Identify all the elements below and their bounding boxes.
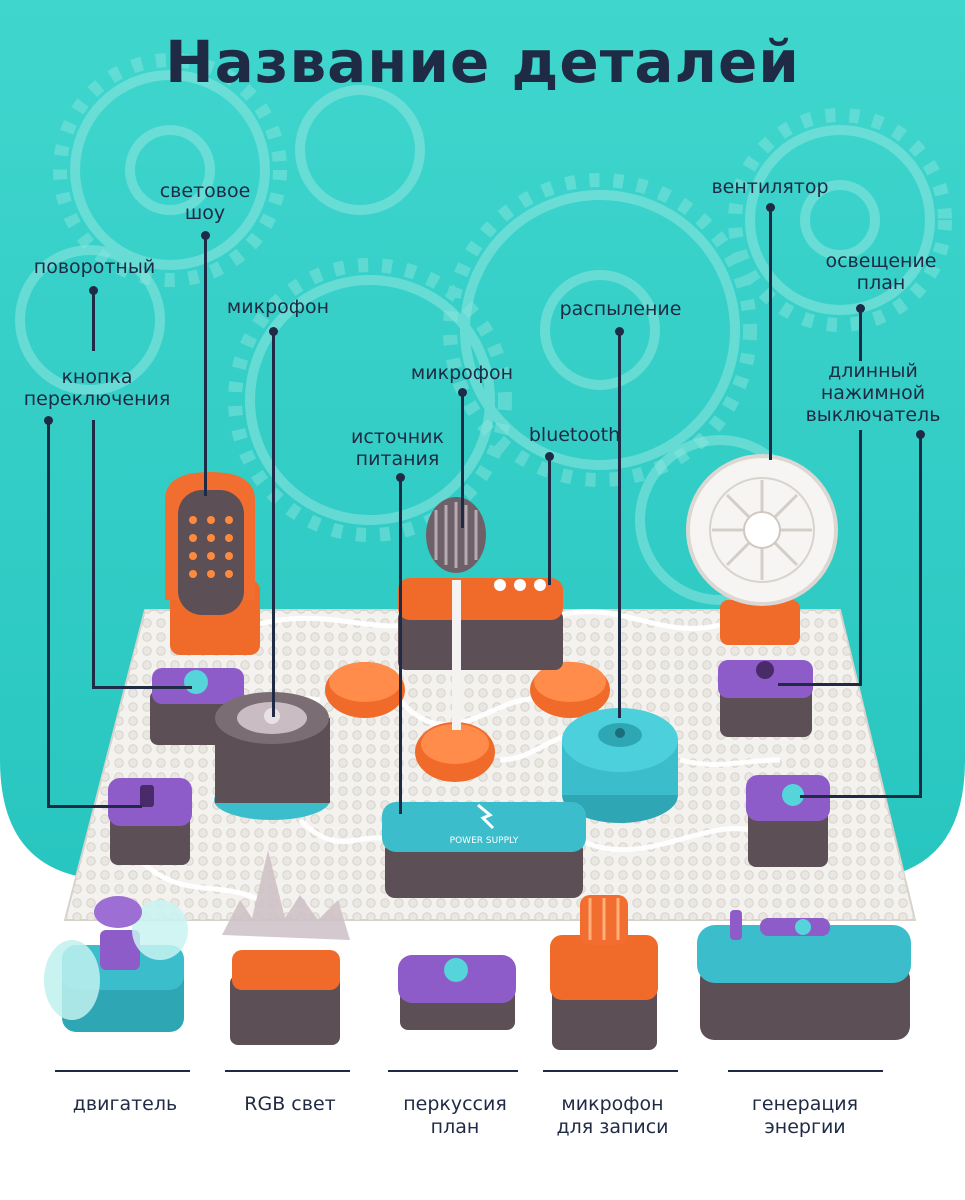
percussion-part — [398, 955, 516, 1030]
wires — [138, 609, 781, 903]
label-energy-generation: генерация энергии — [751, 1093, 859, 1138]
label-power-source: источник питания — [351, 426, 444, 470]
separator-rgb — [225, 1070, 350, 1072]
label-light-show: световое шоу — [159, 180, 251, 224]
label-fan: вентилятор — [711, 176, 829, 198]
leader-dot-microphone-1 — [269, 327, 278, 336]
microphone-stick — [426, 497, 486, 730]
energy-generation-part — [697, 910, 911, 1040]
bluetooth-module — [398, 578, 563, 670]
toggle-switch-module — [108, 778, 192, 865]
label-rgb-light: RGB свет — [244, 1093, 336, 1115]
leader-line-bluetooth — [548, 457, 551, 585]
label-spray: распыление — [559, 298, 682, 320]
leader-line-microphone-1 — [272, 332, 275, 717]
leader-dot-bluetooth — [545, 452, 554, 461]
gear-teeth — [53, 53, 952, 542]
leader-line-lighting-plan-horizontal — [778, 683, 862, 686]
leader-dot-microphone-2 — [458, 388, 467, 397]
leader-line-rotary — [92, 291, 95, 351]
leader-dot-rotary — [89, 286, 98, 295]
spray-module — [562, 708, 678, 823]
leader-line-toggle-horizontal — [47, 805, 142, 808]
leader-dot-power — [396, 473, 405, 482]
label-long-press-switch: длинный нажимной выключатель — [805, 360, 941, 426]
leader-dot-spray — [615, 327, 624, 336]
leader-dot-lighting-plan — [856, 304, 865, 313]
label-recording-mic: микрофон для записи — [556, 1093, 669, 1138]
separator-recording — [543, 1070, 678, 1072]
separator-motor — [55, 1070, 190, 1072]
lighting-plan-module — [718, 660, 813, 737]
leader-line-rotary-vertical — [92, 420, 95, 688]
long-press-module — [746, 775, 830, 867]
light-show-module — [165, 472, 260, 655]
label-motor: двигатель — [72, 1093, 178, 1115]
leader-dot-light-show — [201, 231, 210, 240]
leader-line-power — [399, 478, 402, 814]
leader-line-light-show — [204, 236, 207, 496]
fan-module — [686, 454, 838, 645]
label-rotary: поворотный — [33, 256, 156, 278]
speaker-module — [214, 692, 330, 820]
separator-percussion — [388, 1070, 518, 1072]
leader-line-microphone-2 — [461, 393, 464, 528]
separator-energy — [728, 1070, 883, 1072]
leader-dot-toggle — [44, 416, 53, 425]
rgb-light-part — [222, 850, 350, 1045]
label-bluetooth: bluetooth — [528, 424, 621, 446]
power-supply-module: POWER SUPPLY — [382, 802, 586, 898]
leader-line-rotary-horizontal — [92, 686, 192, 689]
leader-line-long-press-horizontal — [800, 795, 922, 798]
recording-mic-part — [550, 895, 658, 1050]
leader-line-lighting-plan — [859, 309, 862, 361]
label-lighting-plan: освещение план — [825, 250, 937, 294]
power-supply-text: POWER SUPPLY — [450, 836, 519, 846]
leader-line-fan — [769, 208, 772, 460]
label-microphone-2: микрофон — [410, 362, 514, 384]
leader-dot-fan — [766, 203, 775, 212]
page-title: Название деталей — [165, 28, 800, 96]
leader-line-spray — [618, 332, 621, 718]
label-percussion-plan: перкуссия план — [403, 1093, 507, 1138]
leader-line-long-press-vertical — [919, 435, 922, 797]
leader-line-toggle-vertical — [47, 421, 50, 807]
label-toggle-button: кнопка переключения — [23, 366, 171, 410]
motor-part — [44, 896, 188, 1032]
label-microphone-1: микрофон — [226, 296, 330, 318]
gear-decor — [15, 70, 935, 605]
leader-dot-long-press — [916, 430, 925, 439]
leader-line-lighting-plan-lower — [859, 430, 862, 685]
